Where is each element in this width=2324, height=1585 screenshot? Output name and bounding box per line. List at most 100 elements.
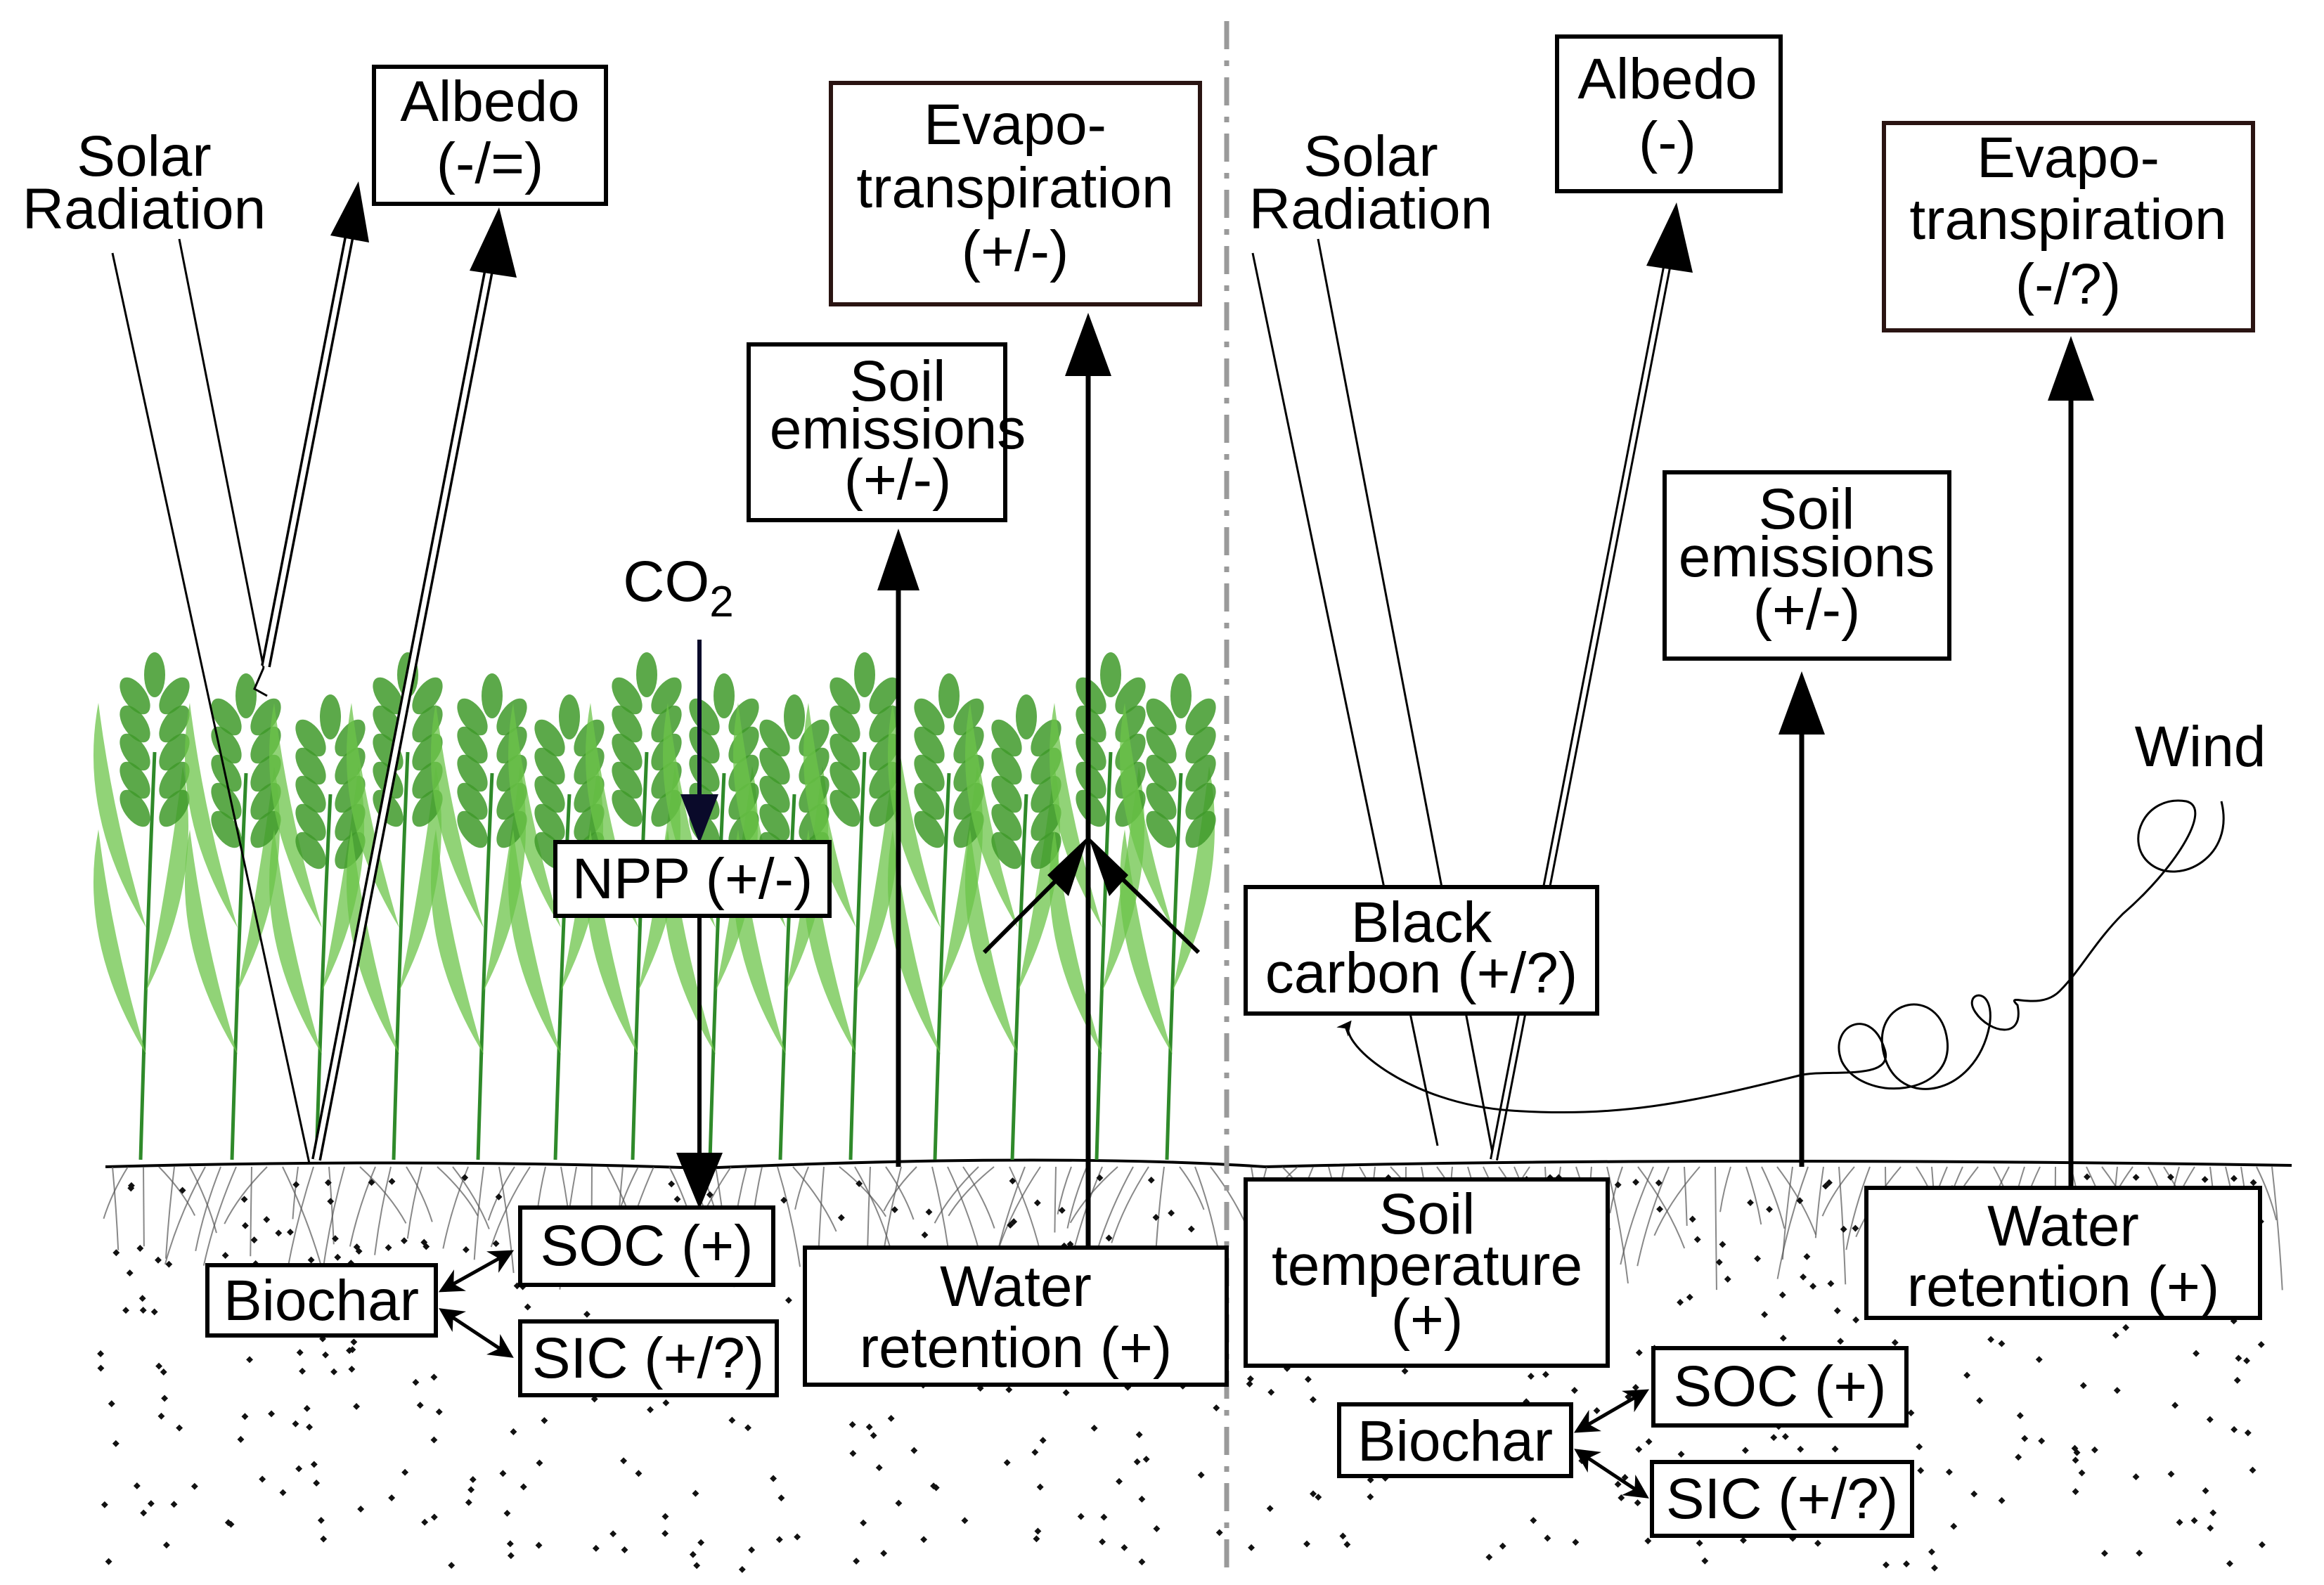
soil-speck	[2078, 1469, 2086, 1477]
left-evapo-label-1: Evapo-	[924, 93, 1106, 157]
root	[1194, 1166, 1219, 1248]
soil-speck	[1303, 1540, 1311, 1548]
soil-speck	[910, 1447, 918, 1454]
soil-speck	[1741, 1447, 1749, 1454]
root	[473, 1166, 484, 1260]
soil-speck	[2231, 1425, 2238, 1433]
soil-speck	[1147, 1176, 1155, 1184]
soil-speck	[2038, 1437, 2046, 1444]
soil-speck	[422, 1243, 430, 1250]
right-biochar-box	[1337, 1402, 1573, 1478]
soil-speck	[2235, 1354, 2242, 1362]
soil-speck	[1100, 1513, 1108, 1521]
soil-speck	[263, 1216, 271, 1224]
left-soil-em-label-2: emissions	[770, 397, 1026, 461]
soil-speck	[697, 1539, 705, 1546]
soil-speck	[1034, 1527, 1042, 1535]
left-evapo-label-3: (+/-)	[962, 219, 1069, 283]
right-sic-label: SIC (+/?)	[1666, 1467, 1898, 1531]
soil-speck	[1852, 1224, 1859, 1232]
soil-speck	[1077, 1513, 1085, 1520]
soil-speck	[1309, 1396, 1317, 1404]
soil-speck	[1036, 1483, 1044, 1491]
soil-speck	[221, 1252, 229, 1260]
soil-speck	[448, 1562, 456, 1569]
soil-speck	[2230, 1175, 2238, 1182]
soil-speck	[357, 1506, 365, 1513]
root	[2256, 1166, 2278, 1221]
soil-speck	[1367, 1493, 1374, 1501]
soil-speck	[692, 1489, 699, 1497]
soil-speck	[1544, 1534, 1551, 1542]
root	[1155, 1166, 1165, 1250]
soil-speck	[350, 1338, 358, 1346]
root	[1637, 1166, 1686, 1249]
root	[948, 1166, 995, 1217]
soil-speck	[385, 1244, 392, 1251]
root	[103, 1166, 129, 1220]
soil-speck	[388, 1177, 396, 1185]
soil-speck	[647, 1406, 654, 1413]
root	[490, 1166, 531, 1248]
root	[1684, 1166, 1688, 1227]
right-solar-label-1: Solar	[1303, 124, 1438, 188]
soil-speck	[1945, 1468, 1953, 1476]
root	[1845, 1166, 1871, 1250]
root	[1009, 1166, 1042, 1255]
wind-label: Wind	[2135, 715, 2266, 779]
soil-speck	[1121, 1544, 1128, 1551]
soil-speck	[1803, 1253, 1811, 1260]
wheat-plant	[1119, 673, 1216, 1160]
left-sic-label: SIC (+/?)	[532, 1326, 764, 1390]
left-biochar-box	[205, 1263, 438, 1338]
soil-speck	[1645, 1438, 1653, 1446]
root	[1719, 1166, 1731, 1212]
soil-speck	[1656, 1205, 1664, 1213]
soil-speck	[1987, 1335, 1995, 1343]
soil-speck	[1781, 1432, 1789, 1440]
soil-speck	[1827, 1280, 1835, 1288]
soil-speck	[322, 1351, 329, 1359]
root	[224, 1166, 268, 1224]
root	[1637, 1166, 1670, 1267]
soil-speck	[1686, 1293, 1693, 1301]
soil-speck	[1840, 1225, 1847, 1233]
soil-speck	[275, 1229, 283, 1237]
root	[792, 1166, 837, 1232]
soil-speck	[416, 1402, 424, 1409]
soil-speck	[930, 1482, 938, 1490]
soil-speck	[748, 1546, 756, 1554]
soil-speck	[668, 1180, 676, 1188]
soil-speck	[1779, 1334, 1787, 1342]
arrow-head	[1065, 313, 1111, 376]
soil-speck	[1572, 1539, 1580, 1546]
root	[1057, 1166, 1072, 1215]
soil-speck	[296, 1349, 304, 1357]
soil-speck	[1031, 1449, 1039, 1456]
left-albedo-label-1: Albedo	[400, 70, 579, 134]
soil-speck	[1916, 1443, 1923, 1451]
soil-speck	[368, 1179, 375, 1186]
soil-speck	[920, 1536, 928, 1544]
soil-speck	[1655, 1179, 1663, 1186]
root	[777, 1166, 801, 1267]
soil-speck	[620, 1457, 628, 1465]
soil-speck	[2112, 1331, 2119, 1339]
wind-swirl	[1336, 799, 2225, 1114]
soil-speck	[1116, 1477, 1123, 1485]
soil-speck	[1928, 1548, 1935, 1555]
soil-speck	[609, 1530, 617, 1538]
soil-speck	[536, 1459, 543, 1467]
soil-speck	[138, 1295, 146, 1302]
soil-speck	[161, 1395, 169, 1402]
left-soc-box	[518, 1205, 775, 1287]
left-soil-em-label-1: Soil	[850, 349, 946, 413]
soil-speck	[2091, 1446, 2098, 1454]
root	[292, 1166, 299, 1220]
soil-speck	[1215, 1529, 1223, 1537]
soil-speck	[2176, 1518, 2183, 1526]
soil-speck	[535, 1541, 543, 1549]
soil-speck	[891, 1206, 898, 1213]
soil-speck	[1833, 1307, 1841, 1314]
